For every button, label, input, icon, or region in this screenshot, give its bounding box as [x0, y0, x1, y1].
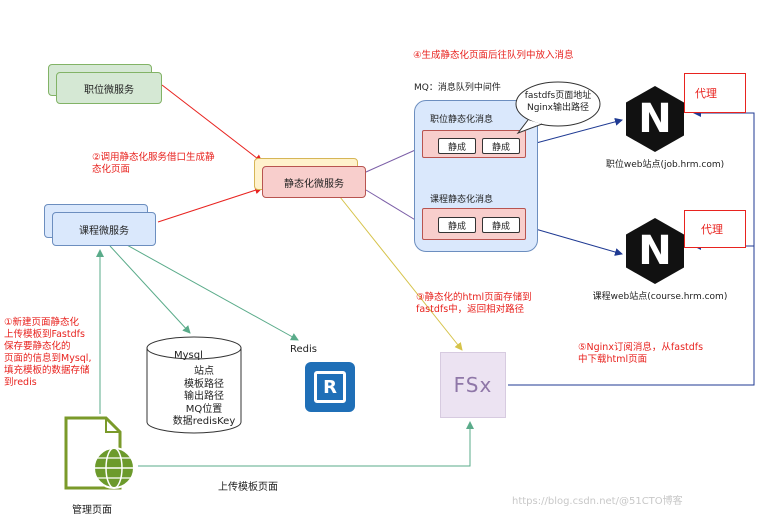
course-service-box[interactable]: 课程微服务 — [52, 212, 156, 246]
static-service-box[interactable]: 静态化微服务 — [262, 166, 366, 198]
fastdfs-icon: FSx — [440, 352, 506, 418]
course-queue-label: 课程静态化消息 — [430, 195, 494, 205]
redis-icon: R — [305, 362, 355, 412]
arrow-fastdfs-to-nginx — [508, 109, 755, 386]
arrow-jobqueue-to-nginx — [524, 117, 623, 147]
mq-title: MQ：消息队列中间件 — [414, 83, 501, 93]
mysql-title: Mysql — [174, 350, 203, 361]
course-queue-msg-2[interactable]: 静成 — [482, 217, 520, 233]
arrow-admin-to-fastdfs — [138, 421, 474, 467]
arrow-course-to-redis — [124, 243, 299, 341]
job-service-box[interactable]: 职位微服务 — [56, 72, 162, 104]
nginx-course-icon: N — [626, 218, 684, 284]
mysql-fields: 站点 模板路径 输出路径 MQ位置 数据redisKey — [172, 366, 236, 427]
fastdfs-logo-text: FSx — [453, 373, 493, 397]
arrow-static-to-course-queue — [365, 189, 423, 225]
step3-note: ③静态化的html页面存储到 fastdfs中，返回相对路径 — [416, 292, 532, 315]
job-service-label: 职位微服务 — [84, 84, 134, 96]
arrow-static-to-job-queue — [365, 146, 423, 173]
course-service-label: 课程微服务 — [79, 225, 129, 237]
job-queue-msg-2[interactable]: 静成 — [482, 138, 520, 154]
arrow-job-to-static — [161, 84, 263, 163]
arrow-course-to-static — [157, 186, 263, 223]
arrow-static-to-fastdfs — [339, 196, 463, 351]
nginx-job-icon: N — [626, 86, 684, 152]
step2-note: ②调用静态化服务借口生成静 态化页面 — [92, 152, 215, 175]
step4-note: ④生成静态化页面后往队列中放入消息 — [413, 50, 574, 61]
watermark: https://blog.csdn.net/@51CTO博客 — [512, 496, 683, 507]
job-queue-label: 职位静态化消息 — [430, 115, 494, 125]
step5-note: ⑤Nginx订阅消息，从fastdfs 中下载html页面 — [578, 342, 704, 365]
message-bubble-text: fastdfs页面地址 Nginx输出路径 — [524, 91, 592, 113]
arrow-coursequeue-to-nginx — [524, 225, 623, 256]
admin-page-label: 管理页面 — [72, 505, 112, 516]
admin-page-icon — [64, 416, 135, 490]
redis-chip: R — [314, 371, 346, 403]
upload-template-label: 上传模板页面 — [218, 482, 278, 493]
step1-note: ①新建页面静态化 上传模板到Fastdfs 保存要静态化的 页面的信息到Mysq… — [4, 317, 92, 388]
proxy-job-box[interactable]: 代理 — [684, 73, 746, 113]
course-queue-msg-1[interactable]: 静成 — [438, 217, 476, 233]
job-site-label: 职位web站点(job.hrm.com) — [605, 160, 725, 170]
arrow-course-to-mysql — [109, 245, 191, 334]
message-bubble-shape — [515, 81, 601, 135]
job-queue-msg-1[interactable]: 静成 — [438, 138, 476, 154]
static-service-label: 静态化微服务 — [284, 178, 344, 190]
course-site-label: 课程web站点(course.hrm.com) — [592, 292, 728, 302]
redis-label: Redis — [290, 344, 317, 355]
proxy-course-box[interactable]: 代理 — [684, 210, 746, 248]
mysql-cylinder — [146, 336, 242, 434]
